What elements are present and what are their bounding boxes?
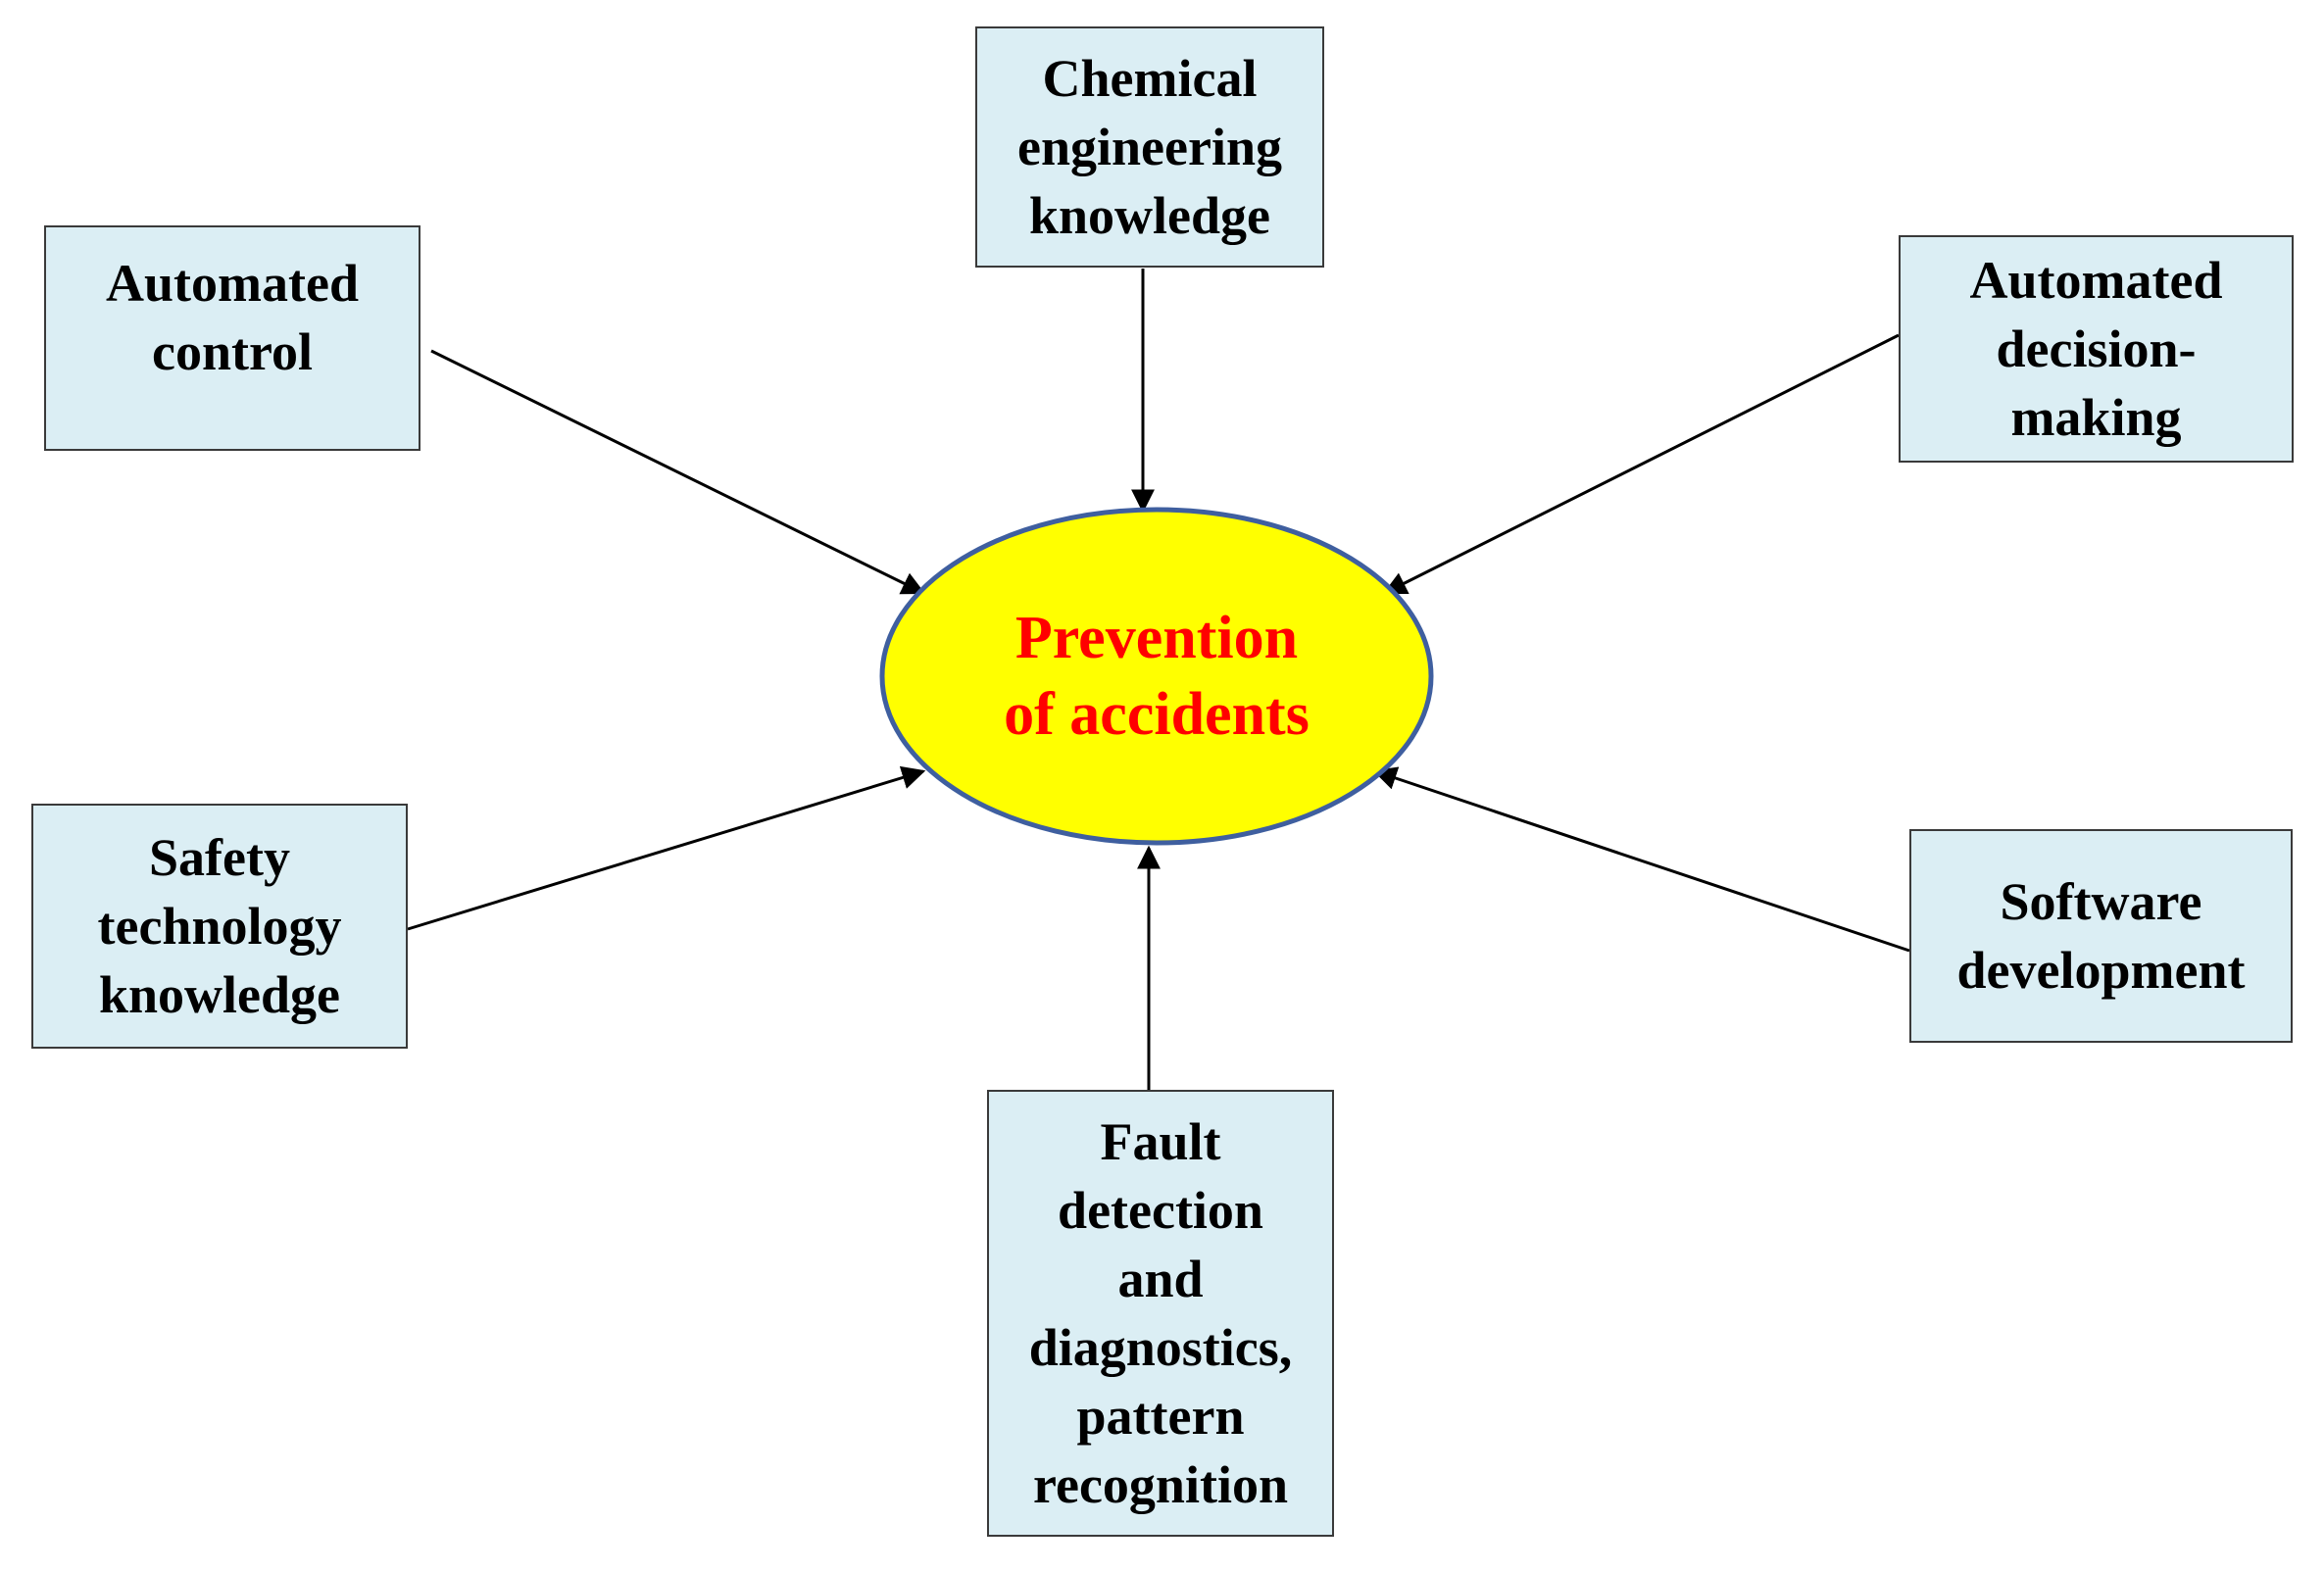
center-label: Prevention of accidents — [1004, 605, 1310, 748]
node-automated-control: Automated control — [44, 225, 420, 451]
node-automated-decision-making: Automated decision- making — [1899, 235, 2294, 463]
node-chemical-engineering-knowledge: Chemical engineering knowledge — [975, 26, 1324, 268]
node-label: Software development — [1956, 872, 2246, 1000]
node-label: Safety technology knowledge — [97, 828, 342, 1024]
center-ellipse — [879, 507, 1434, 846]
arrow-software-to-center — [1372, 766, 1910, 953]
node-label: Automated control — [106, 254, 359, 381]
node-label: Automated decision- making — [1969, 251, 2223, 447]
node-safety-technology-knowledge: Safety technology knowledge — [31, 804, 408, 1049]
node-label: Chemical engineering knowledge — [1017, 49, 1282, 245]
arrow-automated-control-to-center — [430, 349, 926, 595]
arrow-safety-to-center — [407, 765, 926, 931]
node-software-development: Software development — [1909, 829, 2293, 1043]
node-label: Fault detection and diagnostics, pattern… — [1028, 1112, 1293, 1514]
node-fault-detection: Fault detection and diagnostics, pattern… — [987, 1090, 1334, 1537]
arrow-decision-making-to-center — [1382, 333, 1900, 595]
